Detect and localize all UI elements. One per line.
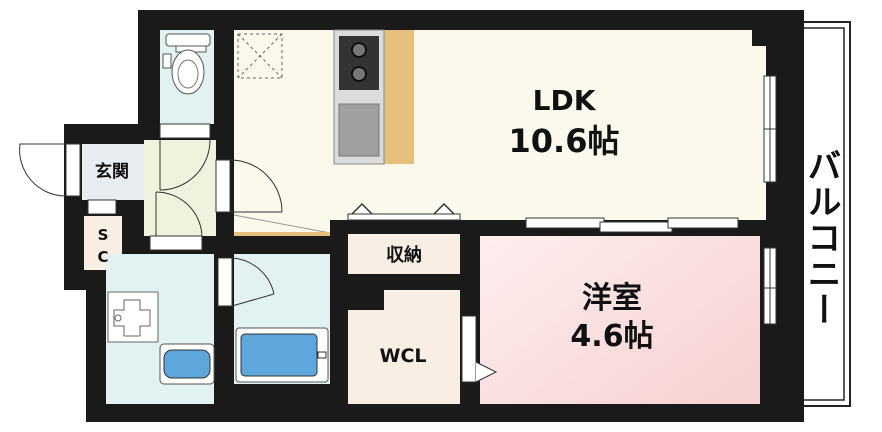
- western-name: 洋室: [582, 281, 642, 316]
- ldk-door: [215, 159, 231, 213]
- burner-bottom: [351, 66, 367, 82]
- storage-door-right: [431, 202, 457, 217]
- wcl-door-swing: [475, 361, 498, 383]
- fridge-space-x2: [237, 33, 283, 79]
- toilet-tank: [165, 33, 211, 47]
- sliding-door-panel-1: [525, 217, 605, 229]
- washroom-door-swing: [155, 191, 203, 237]
- bathroom-door-leaf: [231, 293, 275, 307]
- shoe-closet-label-2: C: [97, 248, 108, 266]
- drain-icon: [114, 314, 122, 322]
- toilet-paper: [162, 53, 172, 69]
- ldk-size: 10.6帖: [509, 122, 620, 160]
- storage-floor: [348, 234, 460, 274]
- wcl-notch: [348, 290, 384, 310]
- ldk-strip-edge: [234, 232, 330, 236]
- shoe-closet-label-1: S: [98, 226, 109, 244]
- ldk-name: LDK: [533, 84, 597, 117]
- bath-faucet: [317, 351, 327, 359]
- ldk-door-swing: [229, 159, 283, 213]
- wcl-door: [461, 315, 477, 383]
- entrance-floor: [82, 144, 144, 200]
- entrance-door: [65, 143, 81, 197]
- sliding-door-panel-2: [599, 221, 673, 233]
- toilet-door: [159, 123, 211, 139]
- bathtub-basin: [240, 333, 318, 377]
- ldk-strip-line: [233, 214, 331, 234]
- wcl-label: WCL: [379, 345, 426, 367]
- ldk-floor-right: [742, 30, 766, 220]
- burner-top: [351, 42, 367, 58]
- shoe-closet-door: [87, 199, 117, 215]
- kitchen-sink: [338, 103, 380, 157]
- western-room-floor: [480, 236, 760, 404]
- ldk-floor: [234, 30, 742, 220]
- western-size: 4.6帖: [570, 319, 653, 354]
- toilet-door-swing: [159, 139, 211, 191]
- toilet-bowl-inner: [177, 59, 199, 89]
- vanity-basin: [163, 349, 211, 379]
- fridge-space: [237, 33, 283, 79]
- kitchen-counter-curve: [384, 134, 414, 164]
- storage-door-left: [349, 202, 375, 217]
- balcony-label: バルコニー: [801, 148, 841, 328]
- washroom-door: [149, 235, 203, 251]
- storage-door-track: [347, 213, 461, 221]
- sliding-door-panel-3: [667, 217, 739, 229]
- entrance-door-swing: [19, 143, 67, 197]
- entrance-label: 玄関: [95, 161, 129, 182]
- bathroom-door-swing: [231, 257, 275, 295]
- bathroom-door: [217, 257, 233, 307]
- hallway-floor: [144, 140, 216, 236]
- drain-cross: [113, 299, 151, 337]
- storage-label: 収納: [386, 244, 422, 266]
